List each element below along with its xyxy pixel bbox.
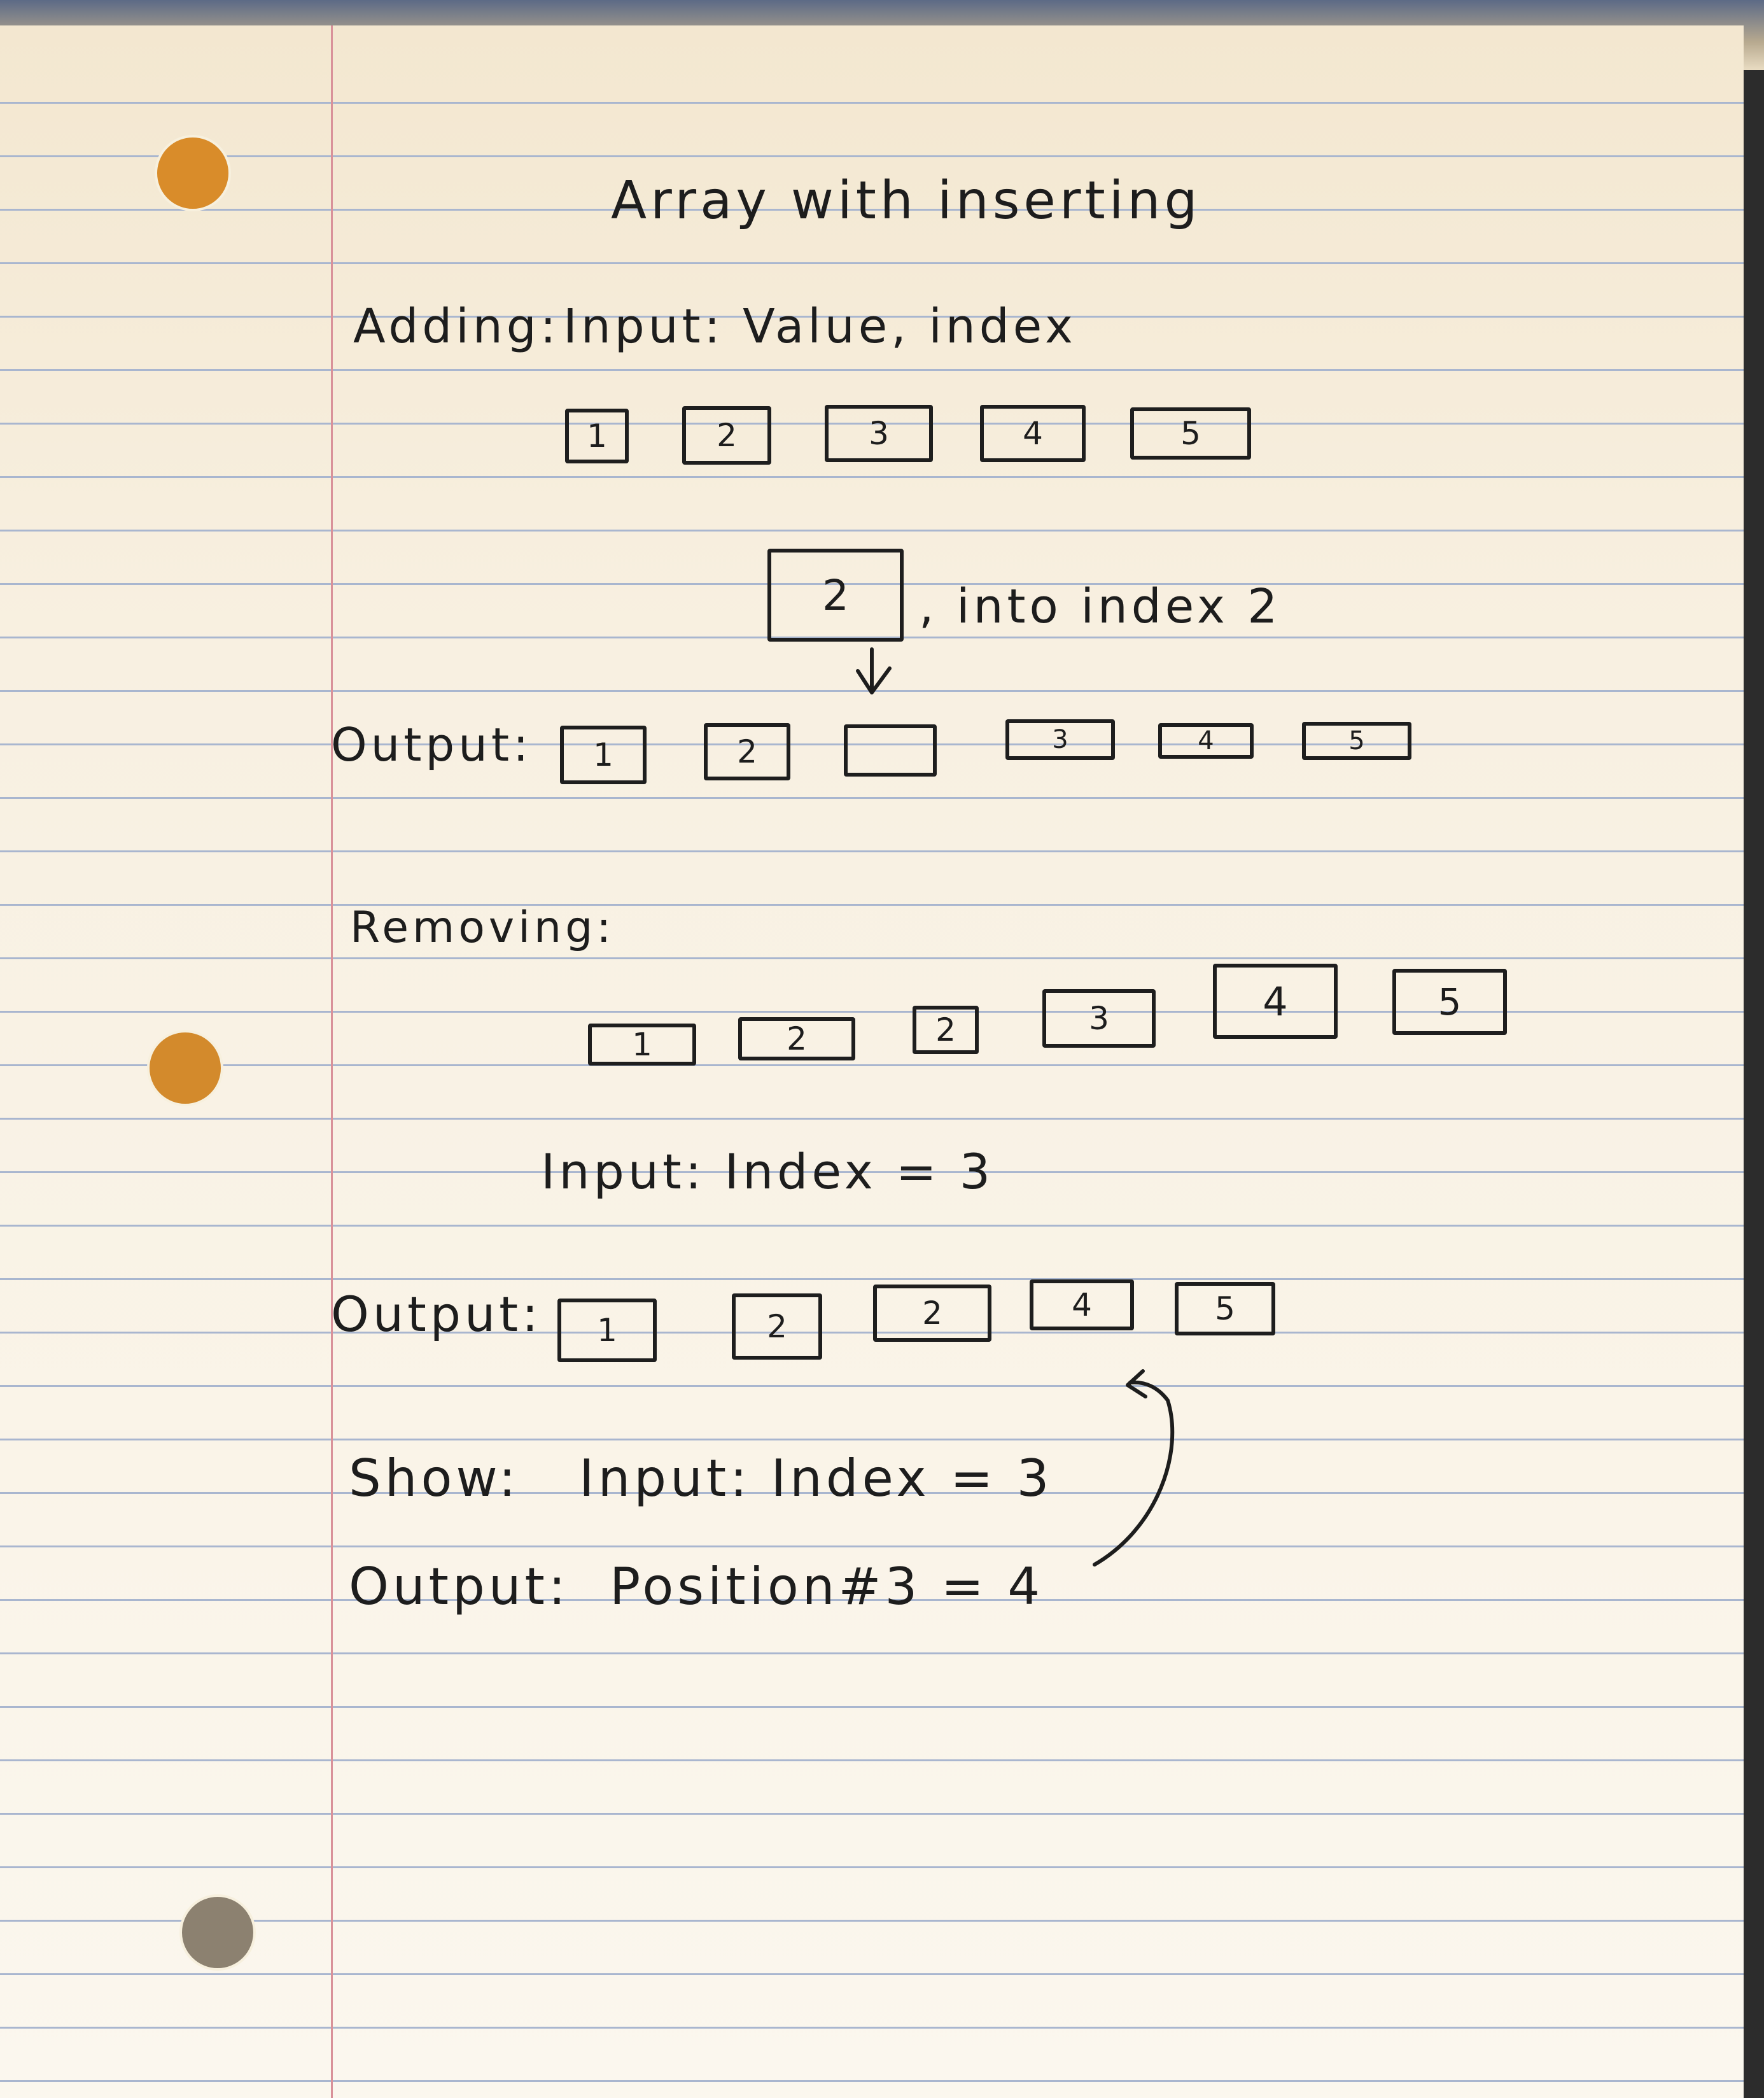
ruled-line — [0, 1813, 1744, 1815]
ruled-line — [0, 1973, 1744, 1975]
ruled-line — [0, 637, 1744, 638]
ruled-line — [0, 797, 1744, 799]
removing-input-text: Input: Index = 3 — [541, 1143, 995, 1200]
ruled-line — [0, 1385, 1744, 1387]
show-input-text: Input: Index = 3 — [579, 1449, 1053, 1508]
output-cell: 4 — [1030, 1279, 1134, 1330]
ruled-line — [0, 262, 1744, 264]
ruled-line — [0, 1332, 1744, 1334]
ruled-line — [0, 530, 1744, 532]
ruled-line — [0, 1706, 1744, 1708]
output-cell: 2 — [704, 723, 790, 780]
punch-hole-middle — [147, 1030, 223, 1106]
show-arrow-curve — [1093, 1380, 1175, 1566]
insert-instruction: , into index 2 — [919, 579, 1282, 634]
ruled-line — [0, 1118, 1744, 1120]
output-cell: 5 — [1175, 1282, 1275, 1335]
output-cell-empty — [844, 724, 937, 777]
output-cell: 2 — [732, 1293, 822, 1360]
show-arrow-head — [1126, 1369, 1147, 1398]
adding-output-label: Output: — [331, 718, 533, 771]
ruled-line — [0, 1759, 1744, 1761]
array-cell: 3 — [825, 405, 933, 462]
output-cell: 1 — [557, 1299, 657, 1362]
array-cell: 4 — [980, 405, 1086, 462]
ruled-line — [0, 1011, 1744, 1013]
ruled-line — [0, 904, 1744, 906]
punch-hole-top — [155, 135, 231, 211]
ruled-line — [0, 369, 1744, 371]
ruled-line — [0, 2080, 1744, 2082]
output-cell: 3 — [1005, 719, 1115, 760]
array-cell: 1 — [565, 409, 629, 463]
ruled-line — [0, 1171, 1744, 1173]
ruled-line — [0, 209, 1744, 211]
output-cell: 5 — [1302, 722, 1411, 760]
output-cell: 2 — [873, 1285, 991, 1342]
ruled-line — [0, 1545, 1744, 1547]
array-cell: 4 — [1213, 964, 1338, 1039]
array-cell: 5 — [1130, 407, 1251, 460]
ruled-line — [0, 102, 1744, 104]
removing-output-label: Output: — [331, 1286, 542, 1342]
ruled-line — [0, 1439, 1744, 1440]
ruled-line — [0, 1225, 1744, 1227]
array-cell: 2 — [913, 1006, 979, 1054]
insert-value-box: 2 — [767, 549, 904, 642]
ruled-line — [0, 1652, 1744, 1654]
ruled-line — [0, 850, 1744, 852]
show-heading: Show: — [349, 1449, 520, 1508]
ruled-line — [0, 583, 1744, 585]
adding-heading: Adding: — [353, 299, 560, 354]
ruled-line — [0, 1599, 1744, 1601]
show-output-text: Position#3 = 4 — [610, 1557, 1044, 1616]
ruled-line — [0, 316, 1744, 318]
array-cell: 2 — [682, 406, 771, 465]
insert-arrow-head — [856, 666, 892, 694]
removing-heading: Removing: — [350, 903, 615, 953]
ruled-line — [0, 1920, 1744, 1922]
ruled-line — [0, 423, 1744, 425]
output-cell: 4 — [1158, 723, 1254, 759]
ruled-line — [0, 1866, 1744, 1868]
output-cell: 1 — [560, 726, 647, 784]
notebook-page — [0, 25, 1744, 2098]
ruled-line — [0, 1278, 1744, 1280]
ruled-line — [0, 743, 1744, 745]
ruled-line — [0, 2027, 1744, 2029]
margin-line — [331, 25, 333, 2098]
punch-hole-bottom — [179, 1894, 256, 1971]
array-cell: 3 — [1042, 989, 1156, 1048]
ruled-line — [0, 155, 1744, 157]
array-cell: 1 — [588, 1024, 696, 1066]
ruled-line — [0, 957, 1744, 959]
page-title: Array with inserting — [611, 171, 1201, 231]
ruled-line — [0, 1064, 1744, 1066]
ruled-line — [0, 476, 1744, 478]
array-cell: 2 — [738, 1017, 855, 1060]
show-output-label: Output: — [349, 1557, 570, 1616]
adding-input-text: Input: Value, index — [563, 299, 1077, 354]
array-cell: 5 — [1392, 969, 1507, 1035]
ruled-line — [0, 1492, 1744, 1494]
